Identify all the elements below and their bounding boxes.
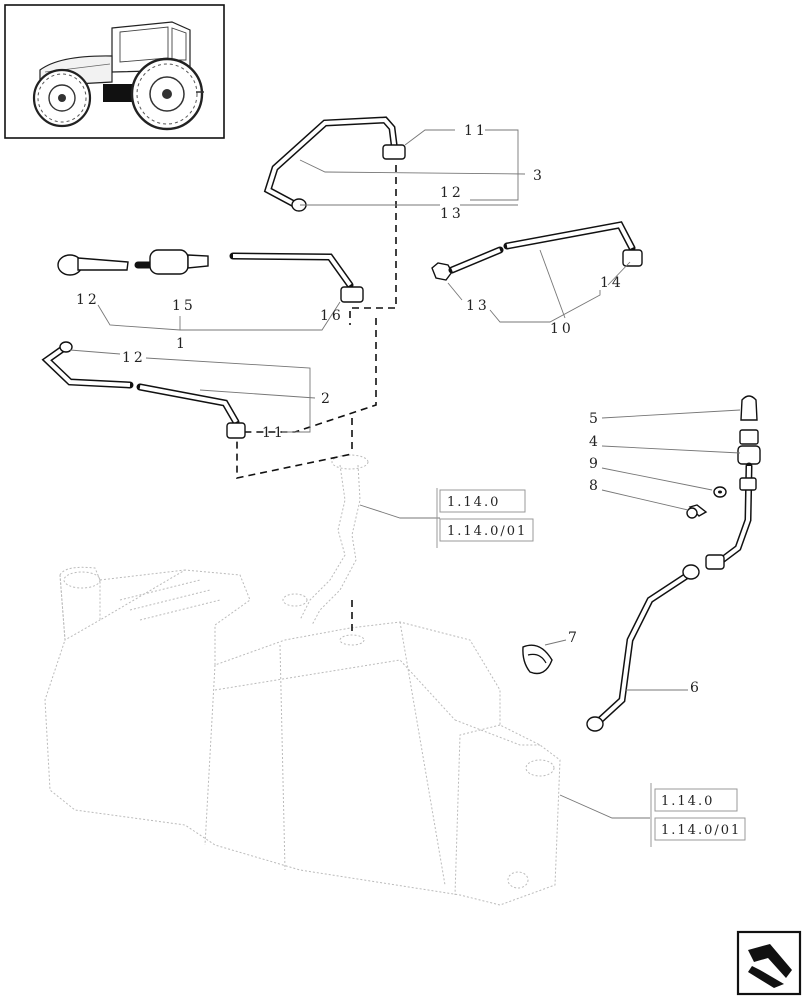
- callout-9: 9: [589, 456, 601, 472]
- reference-lower-1[interactable]: 1.14.0: [661, 794, 714, 809]
- callout-15: 15: [172, 298, 196, 314]
- callout-12-top: 12: [440, 185, 464, 201]
- callout-6: 6: [690, 680, 702, 696]
- reference-box-lower[interactable]: 1.14.0 1.14.0/01: [650, 783, 746, 847]
- callout-labels: 11 3 12 13 12 15 16 1 13 14 10 12 2 11 5…: [76, 123, 702, 696]
- callout-13-right: 13: [466, 298, 490, 314]
- assembly-dashed-lines: [236, 165, 397, 635]
- fuel-pipe-6-assembly: [586, 395, 761, 732]
- fuel-pipe-2: [41, 341, 246, 439]
- callout-7: 7: [568, 630, 580, 646]
- callout-8: 8: [589, 478, 601, 494]
- reference-lower-2[interactable]: 1.14.0/01: [661, 823, 741, 838]
- callout-3: 3: [533, 168, 545, 184]
- callout-2: 2: [321, 391, 333, 407]
- reference-upper-2[interactable]: 1.14.0/01: [447, 524, 527, 539]
- callout-14: 14: [600, 275, 624, 291]
- fuel-pipe-1-with-filter: [57, 249, 364, 303]
- callout-12-mid: 12: [122, 350, 146, 366]
- reference-upper-1[interactable]: 1.14.0: [447, 495, 500, 510]
- screw-8: [686, 504, 708, 519]
- callout-5: 5: [589, 411, 601, 427]
- fuel-pipe-3: [263, 116, 406, 212]
- callout-13-top: 13: [440, 206, 464, 222]
- washer-9: [713, 486, 727, 498]
- callout-11-bottom: 11: [262, 425, 286, 441]
- callout-10: 10: [550, 321, 574, 337]
- fuel-pipe-10: [431, 221, 643, 281]
- callout-12-left: 12: [76, 292, 100, 308]
- callout-1: 1: [176, 336, 188, 352]
- next-page-arrow-icon[interactable]: [736, 930, 802, 996]
- leader-lines: [69, 129, 741, 819]
- fuel-sender-outline: [282, 454, 369, 626]
- callout-11-top: 11: [464, 123, 488, 139]
- callout-16: 16: [320, 308, 344, 324]
- reference-box-upper[interactable]: 1.14.0 1.14.0/01: [436, 488, 534, 548]
- callout-4: 4: [589, 434, 601, 450]
- fuel-tank-outline: [44, 566, 561, 906]
- hose-clip-7: [522, 644, 553, 675]
- tractor-thumbnail-icon: [4, 4, 225, 139]
